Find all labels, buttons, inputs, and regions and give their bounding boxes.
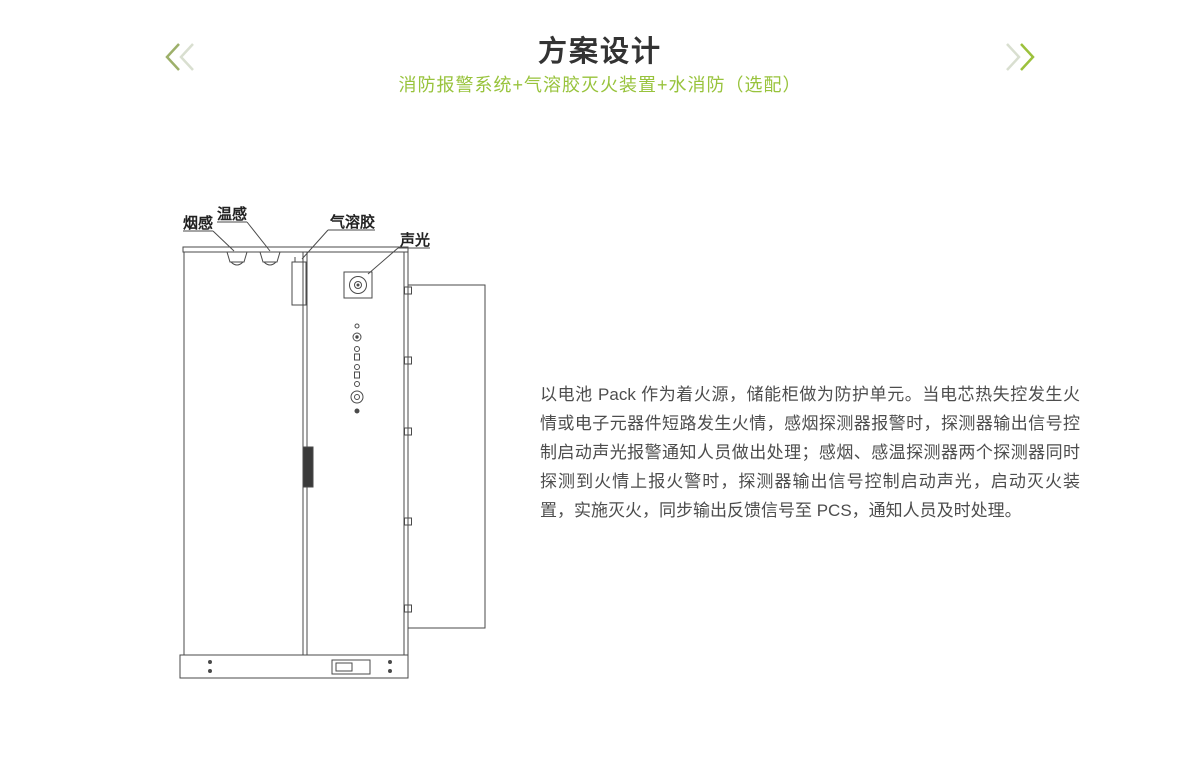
label-temperature-sensor: 温感: [217, 205, 247, 223]
cabinet-right-door: [306, 251, 405, 656]
aerosol-unit: [291, 257, 307, 306]
label-sound-light: 声光: [399, 231, 430, 249]
cabinet-top-plate: [182, 246, 409, 253]
door-handle: [302, 446, 314, 488]
chevrons-left-icon: [165, 43, 194, 71]
leader-lines: [183, 221, 430, 275]
next-button[interactable]: [996, 40, 1038, 74]
label-aerosol: 气溶胶: [329, 213, 375, 231]
door-hinges: [404, 286, 412, 613]
temperature-detector: [259, 251, 281, 266]
cabinet-diagram: 烟感 温感 气溶胶 声光: [168, 195, 498, 695]
open-side-door: [407, 284, 486, 629]
cabinet-base: [179, 654, 409, 679]
description-text: 以电池 Pack 作为着火源，储能柜做为防护单元。当电芯热失控发生火情或电子元器…: [540, 385, 1080, 520]
label-smoke-sensor: 烟感: [183, 214, 213, 232]
base-vents: [208, 659, 392, 675]
prev-button[interactable]: [162, 40, 204, 74]
control-panel-indicators: [350, 323, 364, 414]
cabinet-left-door: [183, 251, 304, 656]
page-subtitle: 消防报警系统+气溶胶灭火装置+水消防（选配）: [398, 75, 802, 95]
page-title: 方案设计: [537, 36, 662, 68]
chevrons-right-icon: [1006, 43, 1035, 71]
smoke-detector: [226, 251, 248, 266]
sound-light-alarm: [343, 271, 373, 299]
